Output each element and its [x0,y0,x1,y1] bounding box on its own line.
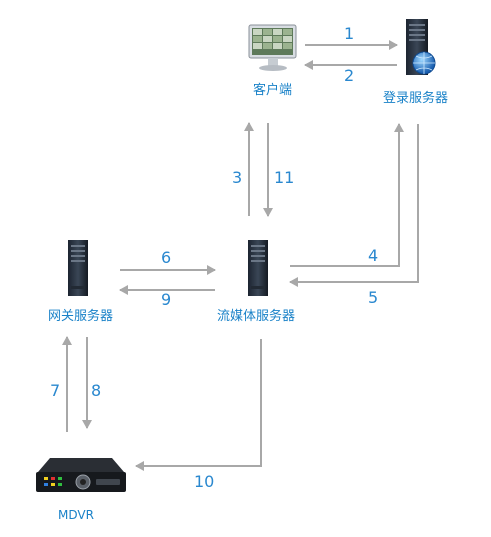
server-icon [68,240,88,296]
step-number: 11 [274,168,295,187]
arrow-step-5 [289,124,419,287]
step-number: 1 [344,24,355,43]
server-icon [248,240,268,296]
arrow-step-4 [290,123,404,267]
media-server-label: 流媒体服务器 [217,309,296,324]
step-number: 4 [368,246,379,265]
mdvr-label: MDVR [58,508,94,522]
step-number: 10 [194,472,215,491]
step-number: 8 [91,381,102,400]
gateway-server-label: 网关服务器 [48,309,114,324]
step-number: 7 [50,381,61,400]
arrow-step-10 [135,339,262,471]
server-globe-icon [406,19,436,75]
step-number: 9 [161,290,172,309]
login-server-label: 登录服务器 [383,91,449,106]
step-number: 2 [344,66,355,85]
step-number: 3 [232,168,243,187]
dvr-device-icon [36,458,126,492]
client-label: 客户端 [253,83,293,98]
monitor-icon [248,24,297,71]
step-number: 5 [368,288,379,307]
step-number: 6 [161,248,172,267]
